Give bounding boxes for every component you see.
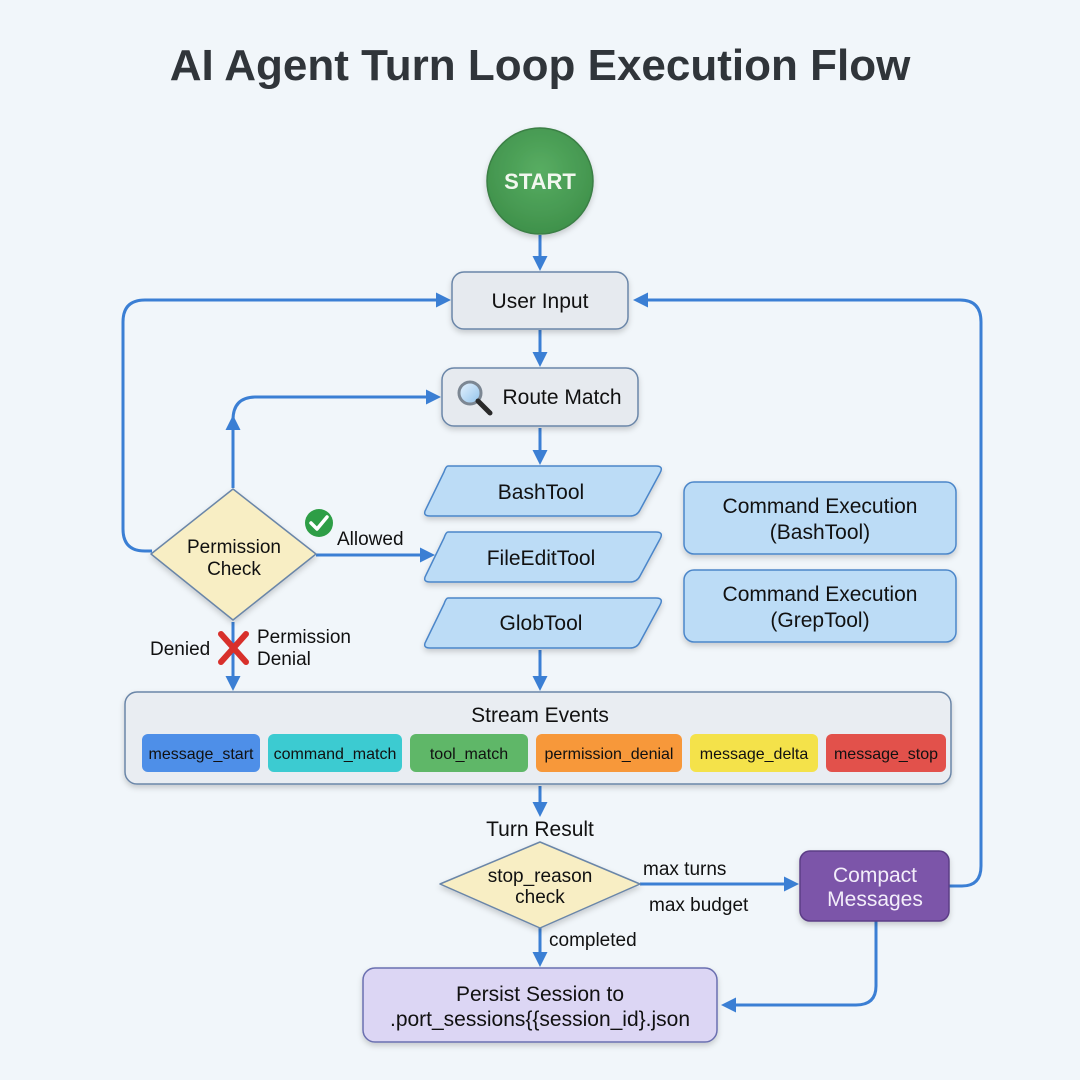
stream-event-chip: message_delta (690, 734, 818, 772)
stream-event-chips: message_start command_match tool_match perm… (142, 734, 946, 772)
persist-session-line1: Persist Session to (456, 983, 624, 1006)
start-circle (486, 127, 594, 235)
tool-globtool-label: GlobTool (500, 612, 583, 635)
stream-event-chip-label: message_stop (834, 746, 938, 763)
tool-bashtool: BashTool (423, 465, 663, 517)
stream-event-chip-bg (142, 734, 260, 772)
diagram-title: AI Agent Turn Loop Execution Flow (170, 41, 911, 90)
edge-compact-loop-to-user-input (633, 292, 983, 888)
stop-reason-line1: stop_reason (488, 866, 593, 887)
persist-session-node: Persist Session to .port_sessions{{sessi… (362, 967, 718, 1043)
command-exec-bashtool: Command Execution (BashTool) (683, 481, 957, 555)
stream-event-chip: message_start (142, 734, 260, 772)
tool-bashtool-label: BashTool (498, 481, 584, 504)
command-exec-greptool-box (683, 569, 957, 643)
permission-denial-label-line1: Permission (257, 627, 351, 648)
stream-event-chip: permission_denial (536, 734, 682, 772)
stream-event-chip-bg (536, 734, 682, 772)
edge-compact-to-persist (721, 920, 878, 1013)
compact-messages-line2: Messages (827, 888, 923, 911)
stream-event-chip-bg (410, 734, 528, 772)
command-exec-bashtool-line2: (BashTool) (770, 521, 870, 544)
route-match-label: Route Match (502, 386, 621, 409)
allowed-label: Allowed (337, 529, 404, 550)
tool-fileedittool-label: FileEditTool (487, 547, 596, 570)
stream-events-title: Stream Events (471, 704, 609, 727)
tool-bashtool-shape (423, 465, 663, 517)
persist-session-line2: .port_sessions{{session_id}.json (390, 1008, 690, 1031)
stream-event-chip-bg (268, 734, 402, 772)
persist-session-box (362, 967, 718, 1043)
edges (121, 235, 983, 1013)
stream-event-chip: command_match (268, 734, 402, 772)
start-label: START (504, 169, 576, 194)
check-circle-icon (305, 509, 333, 537)
tool-globtool: GlobTool (423, 597, 663, 649)
edge-permission-loop-to-user-input (121, 292, 451, 553)
stop-reason-diamond (439, 841, 641, 929)
max-budget-label: max budget (649, 895, 749, 916)
stop-reason-line2: check (515, 887, 565, 908)
stream-event-chip-bg (826, 734, 946, 772)
tool-fileedittool-shape (423, 531, 663, 583)
stream-event-chip-bg (690, 734, 818, 772)
tool-globtool-shape (423, 597, 663, 649)
stream-event-chip: tool_match (410, 734, 528, 772)
permission-check-diamond (150, 488, 317, 621)
turn-result-label: Turn Result (486, 818, 594, 841)
permission-check-node: Permission Check (150, 488, 317, 621)
max-turns-label: max turns (643, 859, 726, 880)
stream-event-chip-label: permission_denial (545, 746, 674, 763)
edge-permission-to-route-match (231, 389, 441, 421)
command-exec-greptool-line1: Command Execution (723, 583, 918, 606)
route-match-node: Route Match (441, 367, 639, 427)
user-input-label: User Input (492, 290, 589, 313)
permission-check-line1: Permission (187, 537, 281, 558)
permission-denial-label-line2: Denial (257, 649, 311, 670)
stream-events-panel: Stream Events message_start command_match… (124, 691, 952, 785)
magnifier-icon (457, 380, 493, 416)
command-exec-bashtool-line1: Command Execution (723, 495, 918, 518)
command-exec-greptool: Command Execution (GrepTool) (683, 569, 957, 643)
red-x-icon (218, 631, 249, 665)
start-node: START (486, 127, 594, 235)
stream-event-chip-label: command_match (274, 746, 397, 763)
stream-event-chip-label: message_delta (700, 746, 809, 763)
completed-label: completed (549, 930, 637, 951)
command-exec-bashtool-box (683, 481, 957, 555)
stream-event-chip: message_stop (826, 734, 946, 772)
compact-messages-line1: Compact (833, 864, 917, 887)
compact-messages-box (799, 850, 950, 922)
stop-reason-node: stop_reason check (439, 841, 641, 929)
command-exec-greptool-line2: (GrepTool) (770, 609, 869, 632)
user-input-box (451, 271, 629, 330)
user-input-node: User Input (451, 271, 629, 330)
compact-messages-node: Compact Messages (799, 850, 950, 922)
tool-fileedittool: FileEditTool (423, 531, 663, 583)
denied-label: Denied (150, 639, 210, 660)
stream-event-chip-label: tool_match (430, 746, 508, 763)
stream-event-chip-label: message_start (149, 746, 254, 763)
permission-check-line2: Check (207, 559, 261, 580)
